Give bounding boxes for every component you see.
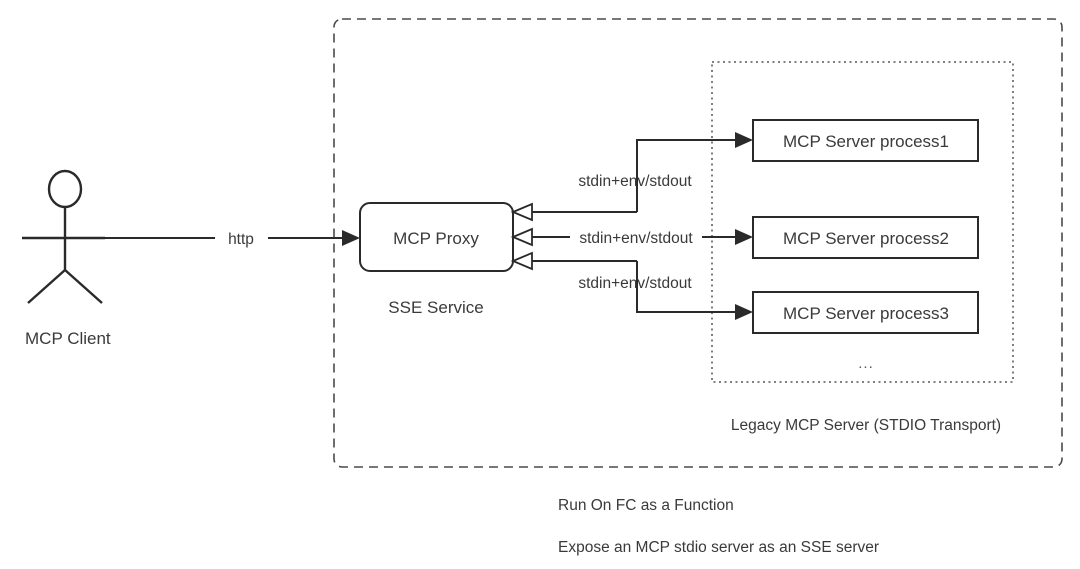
mcp-client-label: MCP Client: [25, 329, 111, 348]
mcp-server-process2-label: MCP Server process2: [783, 229, 949, 248]
mcp-server-process2-box[interactable]: [752, 216, 979, 259]
sse-service-caption: SSE Service: [388, 298, 483, 317]
mcp-server-process3-label: MCP Server process3: [783, 304, 949, 323]
connector-process1-server-arrowhead-icon: [735, 132, 753, 148]
http-edge-label: http: [228, 231, 254, 248]
http-arrowhead-icon: [342, 230, 360, 246]
connector-process2: [510, 227, 753, 247]
connector-process3-label: stdin+env/stdout: [578, 275, 692, 292]
legacy-servers-caption: Legacy MCP Server (STDIO Transport): [731, 417, 1001, 434]
connector-process2-label: stdin+env/stdout: [579, 230, 693, 247]
mcp-server-process1-box[interactable]: [752, 119, 979, 162]
actor-left-leg-icon: [27, 269, 66, 304]
mcp-proxy-label: MCP Proxy: [393, 229, 479, 248]
footer-note-expose-sse: Expose an MCP stdio server as an SSE ser…: [558, 539, 879, 556]
http-connector: [105, 230, 360, 246]
actor-head-icon: [47, 169, 83, 209]
mcp-client-actor: [22, 169, 105, 304]
actor-right-leg-icon: [64, 269, 103, 304]
connector-process3-server-arrowhead-icon: [735, 304, 753, 320]
connector-process3: [510, 251, 753, 320]
connector-process2-proxy-arrowhead-icon: [510, 227, 533, 247]
connector-process1: [510, 132, 753, 222]
connector-process3-proxy-arrowhead-icon: [510, 251, 533, 271]
connector-process1-label: stdin+env/stdout: [578, 173, 692, 190]
legacy-servers-group-boundary: [711, 61, 1014, 383]
connector-process2-server-arrowhead-icon: [735, 229, 753, 245]
servers-ellipsis: ...: [858, 355, 874, 372]
mcp-server-process3-box[interactable]: [752, 291, 979, 334]
mcp-server-process1-label: MCP Server process1: [783, 132, 949, 151]
connector-process1-proxy-arrowhead-icon: [510, 202, 533, 222]
footer-note-run-on-fc: Run On FC as a Function: [558, 497, 734, 514]
